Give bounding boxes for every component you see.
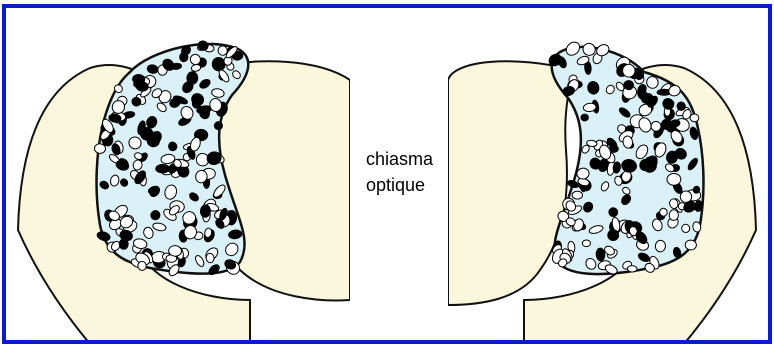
light-fiber [655,240,666,252]
light-fiber [582,240,590,247]
light-fiber [682,224,690,232]
dark-fiber [136,81,149,91]
light-fiber [667,173,681,185]
light-fiber [94,143,106,154]
light-fiber [572,191,582,199]
light-fiber [206,253,215,263]
dark-fiber [179,52,188,62]
dark-fiber [200,205,211,218]
dark-fiber [596,248,605,261]
dark-fiber [119,239,128,249]
light-fiber [669,210,678,221]
light-fiber [138,261,147,271]
center-label-line1: chiasma [366,146,433,172]
light-fiber [627,265,637,272]
dark-fiber [581,114,589,122]
center-label-line2: optique [366,172,425,198]
light-fiber [168,245,182,256]
dark-fiber [608,230,619,241]
dark-fiber [156,164,170,173]
